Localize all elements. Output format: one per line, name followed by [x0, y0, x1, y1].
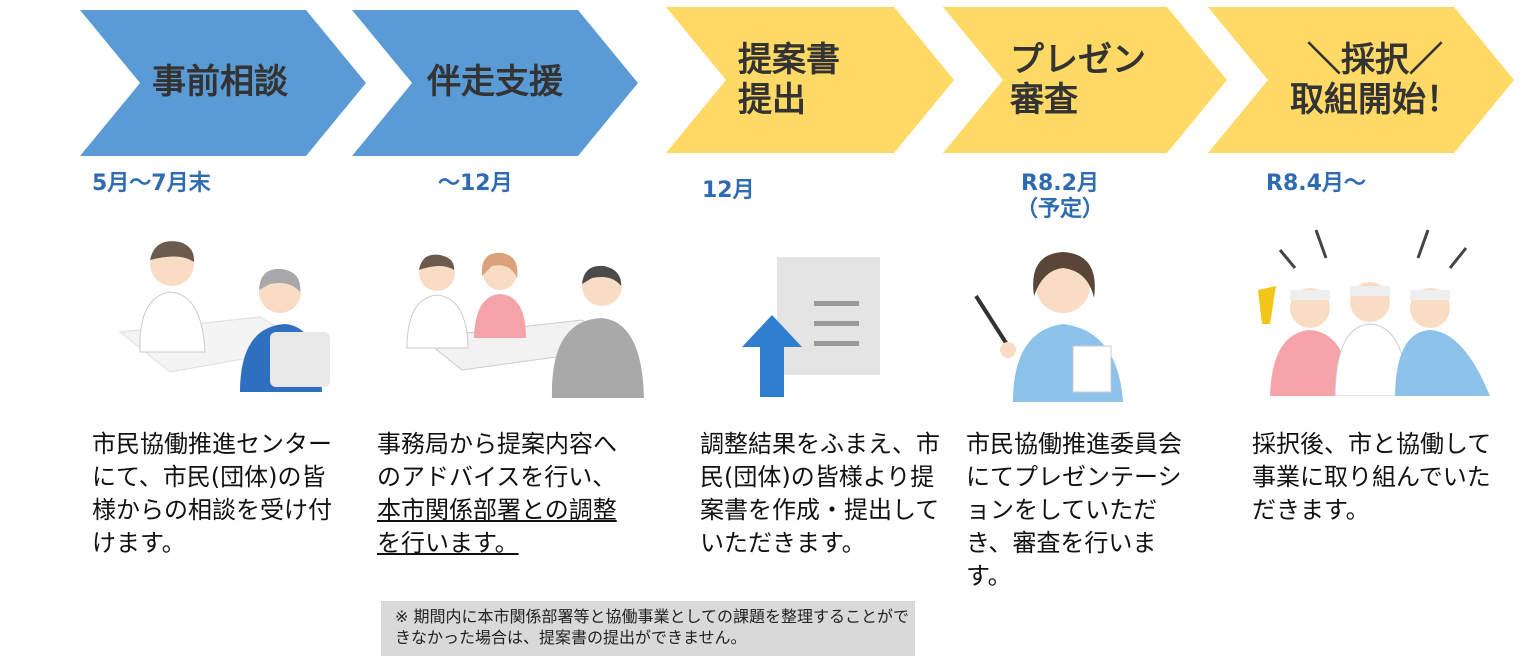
step-2-label: 伴走支援 — [427, 62, 563, 102]
step-2-description-part-a: 事務局から提案内容へのアドバイスを行い、 — [377, 430, 617, 491]
support-meeting-illustration — [406, 252, 644, 398]
step-5-label: ＼採択／ 取組開始！ — [1290, 40, 1460, 120]
step-2-description: 事務局から提案内容へのアドバイスを行い、本市関係部署との調整を行います。 — [377, 428, 617, 560]
celebration-illustration — [1258, 229, 1490, 396]
step-1-label: 事前相談 — [152, 62, 288, 102]
step-arrow-2 — [352, 10, 638, 156]
consultation-illustration — [118, 241, 330, 392]
step-2-description-part-b: 本市関係部署との調整を行います。 — [377, 496, 617, 557]
proposal-document-icon — [742, 257, 880, 397]
step-arrow-5 — [1208, 7, 1514, 153]
step-1-date: 5月～7月末 — [92, 171, 211, 196]
step-4-label: プレゼン 審査 — [1010, 40, 1146, 120]
caution-note: ※ 期間内に本市関係部署等と協働事業としての課題を整理することができなかった場合… — [381, 601, 915, 656]
step-5-date: R8.4月～ — [1266, 171, 1366, 196]
step-3-date: 12月 — [702, 178, 755, 203]
step-3-description: 調整結果をふまえ、市民(団体)の皆様より提案書を作成・提出していただきます。 — [700, 430, 940, 557]
step-3-label: 提案書 提出 — [738, 40, 840, 120]
step-4-date: R8.2月 （予定） — [1015, 171, 1104, 222]
step-1-description: 市民協働推進センターにて、市民(団体)の皆様からの相談を受け付けます。 — [92, 430, 332, 557]
step-arrow-4 — [943, 7, 1227, 153]
step-2-date: ～12月 — [438, 171, 513, 196]
step-arrow-1 — [80, 10, 366, 156]
step-4-description: 市民協働推進委員会にてプレゼンテーションをしていただき、審査を行います。 — [966, 430, 1182, 590]
presenter-illustration — [974, 252, 1123, 402]
step-5-description: 採択後、市と協働して事業に取り組んでいただきます。 — [1252, 430, 1492, 524]
step-arrow-3 — [666, 7, 954, 153]
